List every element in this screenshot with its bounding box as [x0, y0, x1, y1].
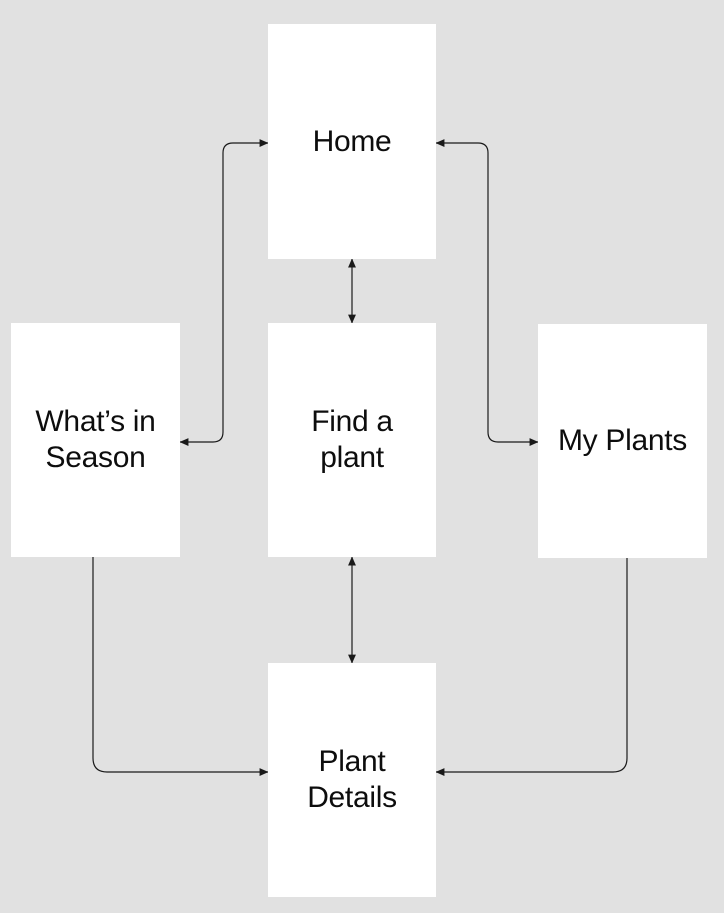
node-my-plants[interactable]: My Plants [538, 324, 707, 558]
edge-home-my-plants-bidirectional-arrow [435, 139, 539, 446]
edge-my-plants-plant-details-arrow [435, 558, 628, 776]
node-plant-details[interactable]: Plant Details [268, 663, 436, 897]
node-find-a-plant-label: Find a plant [311, 405, 393, 474]
node-find-a-plant[interactable]: Find a plant [268, 323, 436, 557]
node-home-label: Home [312, 124, 392, 158]
node-plant-details-label: Plant Details [307, 745, 397, 814]
node-home[interactable]: Home [268, 24, 436, 259]
node-whats-in-season-label: What’s in Season [35, 405, 156, 474]
node-whats-in-season[interactable]: What’s in Season [11, 323, 180, 557]
edge-whats-in-season-plant-details-arrow [92, 557, 269, 776]
node-my-plants-label: My Plants [557, 424, 687, 457]
edge-home-whats-in-season-bidirectional-arrow [179, 139, 269, 446]
